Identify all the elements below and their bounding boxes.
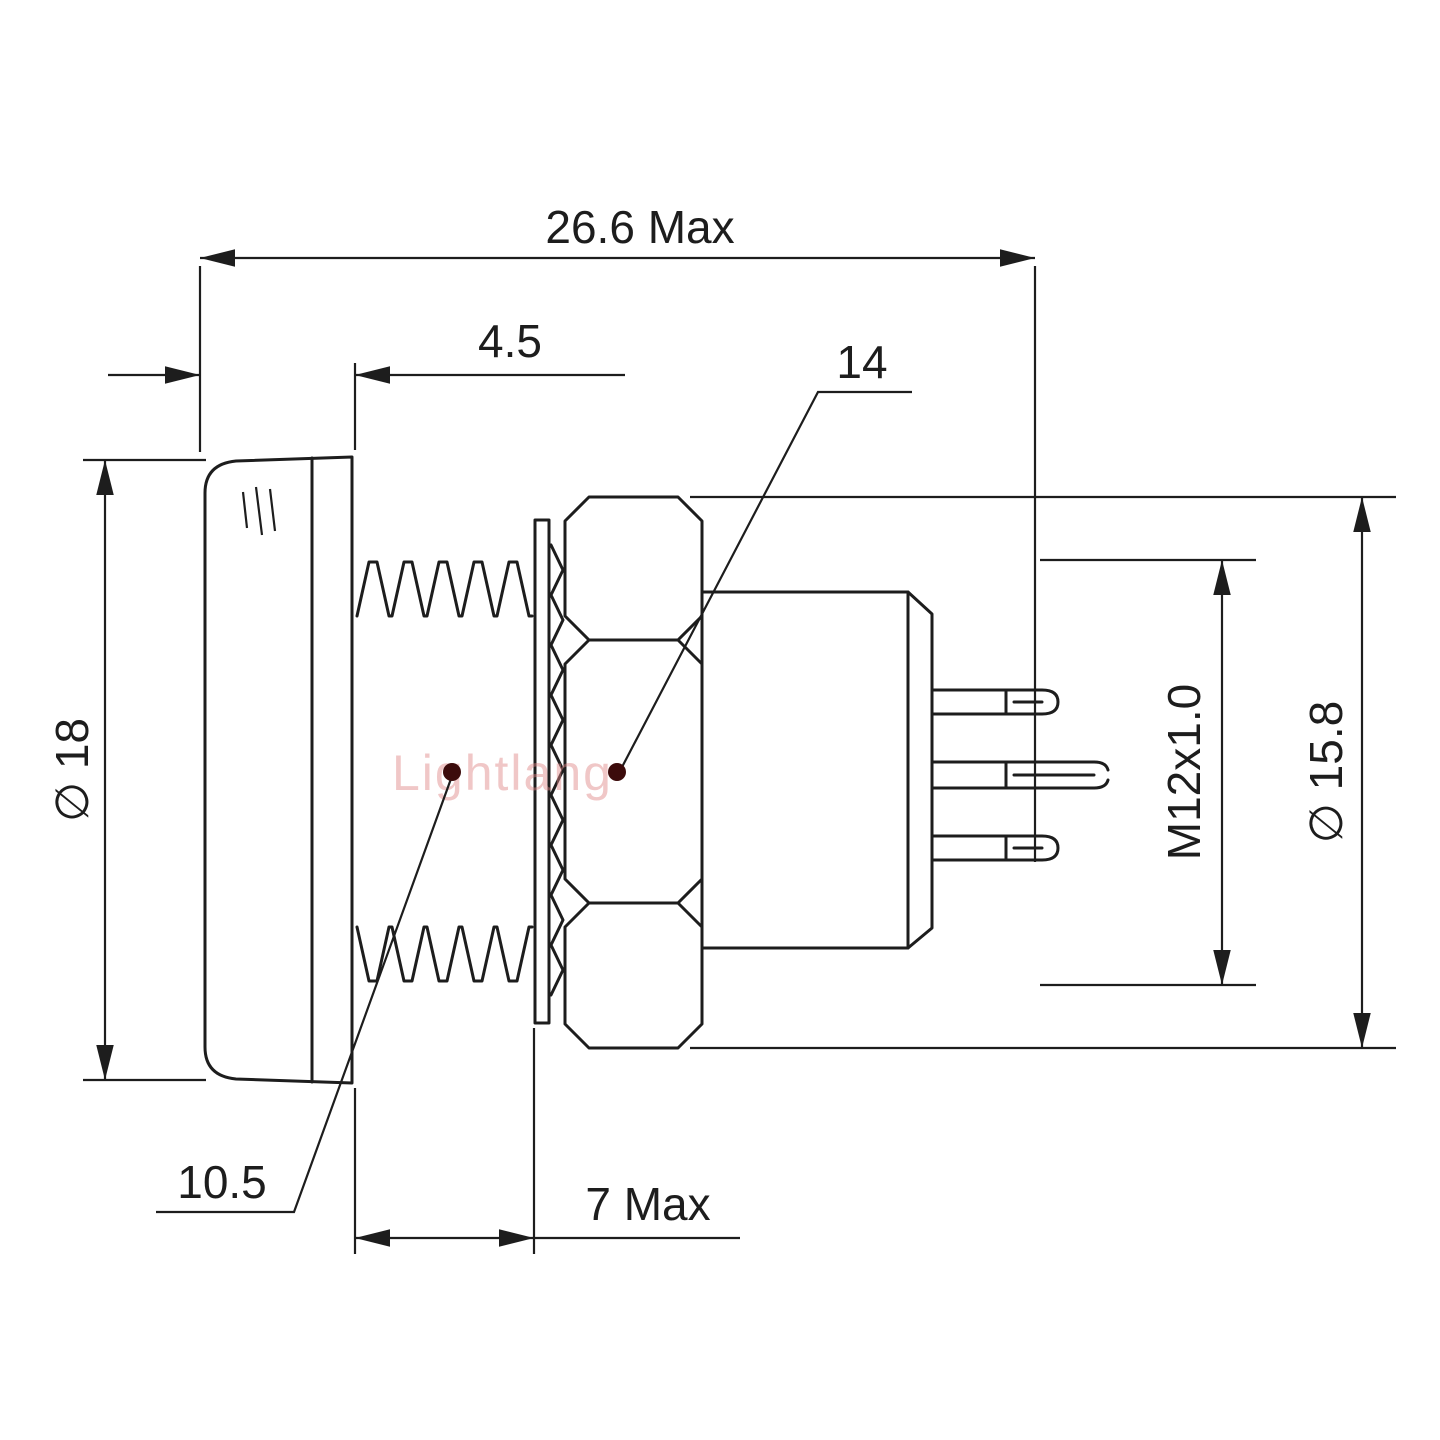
mounting-plate xyxy=(533,518,551,1025)
thread-top-profile xyxy=(355,560,534,618)
pin-middle xyxy=(930,760,1110,790)
callout-hex: 14 xyxy=(608,336,912,781)
dimension-label-head-depth: 4.5 xyxy=(478,315,542,367)
connector-body xyxy=(700,590,934,950)
cap-outline xyxy=(203,455,354,1085)
solder-pins xyxy=(930,688,1110,862)
dimension-thread-spec: M12x1.0 xyxy=(1158,560,1231,985)
dimension-label-callout-thread: 10.5 xyxy=(177,1156,267,1208)
dimension-label-head-diameter: ∅ 18 xyxy=(46,718,98,822)
thread-section xyxy=(355,560,534,983)
cap-head xyxy=(203,455,354,1085)
datum-dot-thread xyxy=(443,763,461,781)
dimension-head-depth: 4.5 xyxy=(108,315,625,384)
hex-cell-top xyxy=(563,495,704,642)
pin-bottom xyxy=(930,834,1060,862)
dimension-head-diameter: ∅ 18 xyxy=(46,460,114,1080)
dimension-label-overall-length: 26.6 Max xyxy=(545,201,734,253)
dimension-label-behind-panel: 7 Max xyxy=(585,1178,710,1230)
dimension-label-callout-hex: 14 xyxy=(836,336,887,388)
dimension-flange-diameter: ∅ 15.8 xyxy=(1300,497,1371,1048)
datum-dot-hex xyxy=(608,763,626,781)
hex-cell-bottom xyxy=(563,901,704,1050)
dimension-behind-panel: 7 Max xyxy=(355,1178,740,1247)
spring-washer xyxy=(549,543,565,997)
leader-line-hex xyxy=(620,390,912,770)
pin-top xyxy=(930,688,1060,716)
leader-line-thread xyxy=(156,775,454,1214)
watermark-text: Lightlang xyxy=(392,745,613,801)
callout-thread: 10.5 xyxy=(156,763,461,1214)
dimension-overall-length: 26.6 Max xyxy=(200,201,1035,267)
body-outline xyxy=(700,590,934,950)
cap-marking xyxy=(241,486,277,536)
thread-bottom-profile xyxy=(355,925,534,983)
dimension-label-flange-diameter: ∅ 15.8 xyxy=(1300,701,1352,843)
hex-nut xyxy=(563,495,704,1050)
dimension-label-thread-spec: M12x1.0 xyxy=(1158,684,1210,860)
